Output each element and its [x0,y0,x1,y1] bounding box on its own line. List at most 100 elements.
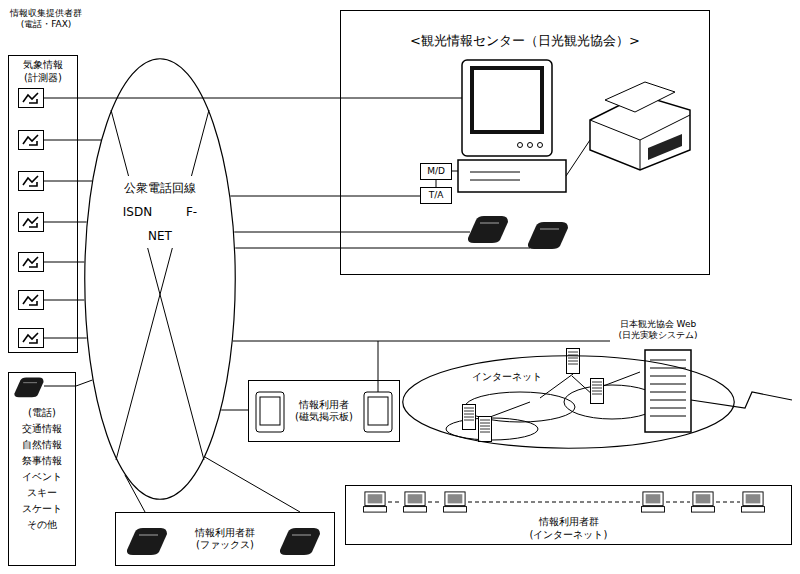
ellipse-outline [85,59,236,500]
sensor-group: 気象情報 (計測器) [8,55,78,353]
internet-ellipse: インターネット [402,355,735,449]
group-label: 情報収集提供者群 (電話・FAX) [6,8,86,31]
instrument-icon [19,172,44,191]
node-text: 情報利用者群 (ファックス) [183,527,267,552]
connector-line [76,380,92,386]
node-text: 気象情報 (計測器) [12,59,74,84]
pc-icon [642,492,665,512]
node-text: 公衆電話回線 ISDN F-NET [122,176,198,248]
computer [458,60,566,192]
node-text: 情報利用者群 (インターネット) [519,516,619,541]
board-screen [368,397,388,425]
wire [340,248,530,249]
wires [44,98,792,502]
board [364,392,392,432]
telephone [468,216,508,243]
pc-icon [404,492,427,512]
wire [44,181,92,182]
ellipse-outline [403,356,735,449]
user-box: 情報利用者群 (ファックス) [115,512,335,566]
wire [378,341,379,392]
instrument-icon [19,89,44,108]
connector-line [221,410,248,411]
device-box: T/A [420,187,452,204]
instrument-icons [19,89,44,348]
wire [44,140,101,141]
web-server-node: 日本観光協会 Web (日光実験システム) [610,318,706,432]
telephone [528,222,568,249]
pc-icon [692,492,715,512]
screen [472,68,542,132]
pc-icon [444,492,467,512]
user-box: 情報利用者 (磁気掲示板) [248,380,400,442]
wire [44,262,84,263]
instrument-icon [19,253,44,272]
user-computers [364,492,765,512]
display-boards [256,392,392,432]
connector-line [234,232,340,233]
node-text: T/A [429,190,444,201]
wire [44,98,462,99]
board-screen [260,397,280,425]
wire [340,232,470,233]
button [528,143,533,148]
center-box: <観光情報センター（日光観光協会）> M/D T/A [340,10,710,275]
ellipse-outline [402,355,735,449]
paper [605,82,675,112]
device-box: M/D [420,163,452,180]
server-icon [479,417,492,442]
node-text: 日本観光協会 Web (日光実験システム) [611,319,705,342]
wire [44,386,76,387]
user-box: 情報利用者群 (インターネット) [345,485,792,545]
monitor [462,60,552,156]
instrument-icon [19,291,44,310]
cross-line [116,110,209,460]
server-icon [567,349,580,374]
drive-slot [470,172,520,180]
node-text: 情報利用者 (磁気掲示板) [288,399,360,424]
node-text: 交通情報 自然情報 祭事情報 イベント スキー スケート その他 [17,421,67,533]
printer [590,82,690,170]
button [518,143,523,148]
network-line [388,502,740,503]
fax-machine [280,528,320,555]
printer-panel [648,134,682,160]
ellipse-outline [84,58,236,500]
connector-line [235,248,340,249]
connector-line [205,457,300,512]
printer-edge [590,115,690,170]
wire [44,300,84,301]
provider-box: (電話)交通情報 自然情報 祭事情報 イベント スキー スケート その他 [8,372,76,566]
connector-line [233,341,610,342]
wire [566,140,590,176]
wire [44,338,87,339]
button [538,143,543,148]
telephones [14,216,568,555]
pc-icon [364,492,387,512]
node-text: <観光情報センター（日光観光協会）> [410,33,640,49]
server-icon [591,379,604,404]
instrument-icon [19,329,44,348]
system-unit [458,160,566,192]
board [256,392,284,432]
node-text: (電話) [17,405,67,421]
node-text: M/D [427,166,445,177]
wire [44,222,87,223]
wire [452,171,458,172]
pc-icon [742,492,765,512]
connector-line [230,196,420,197]
wire [436,180,437,187]
server-icon [463,405,476,430]
instrument-icon [19,213,44,232]
telephone [14,378,43,398]
radio-link [691,392,792,408]
instrument-icon [19,131,44,150]
cross-line [111,110,204,460]
fax-machine [127,528,167,555]
network-ellipse: 公衆電話回線 ISDN F-NET [84,58,236,500]
node-text: インターネット [472,371,542,384]
